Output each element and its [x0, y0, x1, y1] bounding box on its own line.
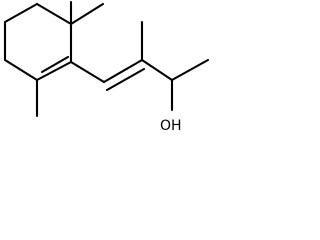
ring-bond-c5-c4	[3, 58, 39, 82]
side-chain	[69, 20, 210, 112]
cyclohexene-ring	[3, 2, 73, 82]
chain-bond-ring-to-ch	[69, 60, 106, 84]
methyl-bond-right	[69, 2, 105, 26]
chain-bond-to-carbinol	[140, 58, 174, 82]
ring-bond-c1-c6	[3, 2, 39, 24]
chain-double-bond-inner	[105, 67, 146, 92]
ring-bond-c1-c2	[35, 2, 73, 26]
skeletal-structure: OH	[3, 0, 210, 134]
carbinol-methyl-bond	[170, 58, 210, 82]
hydroxyl-label: OH	[160, 118, 182, 134]
ring-double-bond-inner	[40, 55, 70, 74]
molecule-canvas: OH	[0, 0, 216, 146]
gem-dimethyl-group	[69, 0, 105, 26]
ring-bond-c4-c3	[35, 60, 73, 82]
chain-double-bond-outer	[102, 58, 144, 84]
